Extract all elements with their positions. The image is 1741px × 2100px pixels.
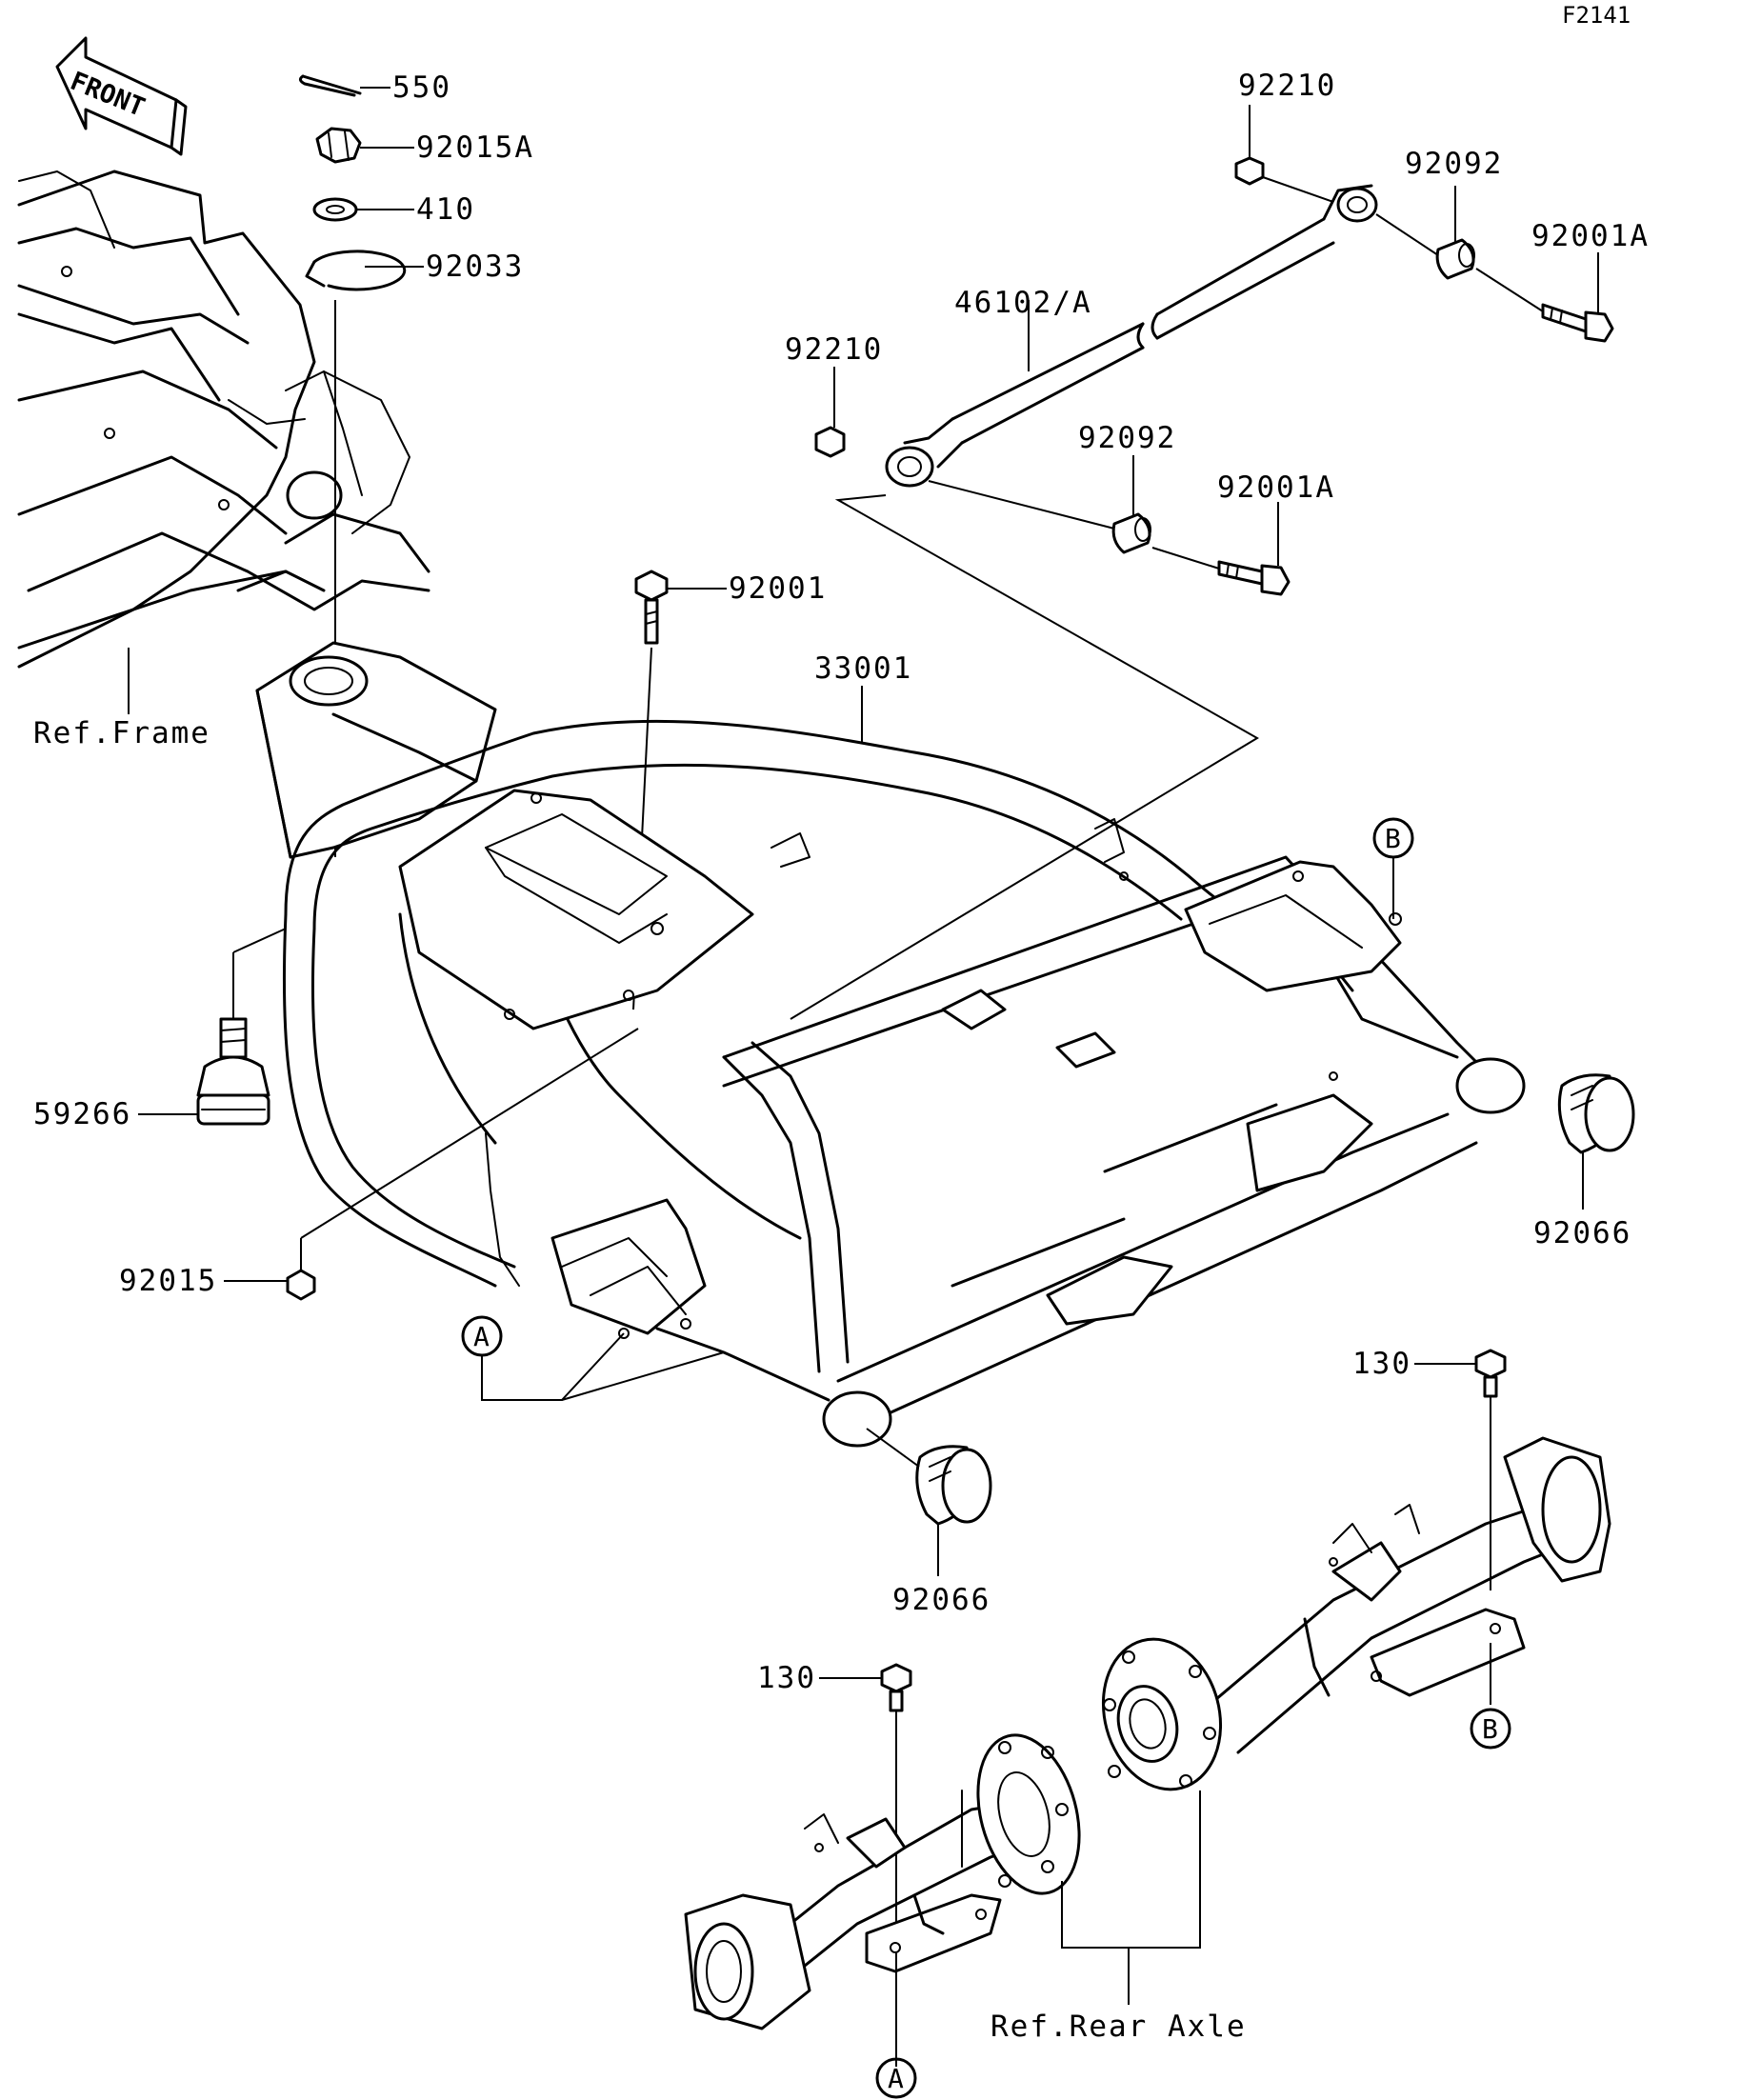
callout-B-bottom: B (1470, 1708, 1511, 1750)
bolt-92001A-top (1475, 252, 1614, 343)
part-label-550: 550 (392, 70, 451, 105)
ref-rear-axle-label: Ref.Rear Axle (991, 2010, 1247, 2044)
nut-92210-mid (814, 367, 846, 458)
part-label-92066-bottom: 92066 (892, 1583, 991, 1617)
bushing-92092-mid (928, 455, 1151, 554)
cap-92066-bottom (866, 1428, 992, 1576)
callout-A-top: A (461, 1315, 725, 1401)
nut-92210-top (1234, 105, 1334, 203)
rear-axle-left-housing (684, 1733, 1081, 2030)
castle-nut-92015A (315, 127, 414, 164)
part-label-59266: 59266 (33, 1097, 131, 1131)
ref-frame-label: Ref.Frame (33, 716, 210, 750)
svg-text:A: A (888, 2063, 904, 2094)
part-label-130-left: 130 (757, 1661, 816, 1695)
part-label-92015: 92015 (119, 1264, 217, 1298)
front-arrow-icon: FRONT (55, 36, 188, 156)
swing-arm-33001 (255, 641, 1526, 1448)
bumper-59266 (138, 928, 287, 1126)
part-label-92066-right: 92066 (1533, 1216, 1631, 1250)
circlip-92033 (305, 250, 424, 291)
cap-92066-right (1557, 1073, 1635, 1210)
callout-A-bottom: A (875, 1952, 917, 2099)
part-label-92210-mid: 92210 (785, 332, 883, 367)
part-label-130-right: 130 (1352, 1347, 1411, 1381)
svg-text:A: A (473, 1321, 490, 1352)
part-label-92001A-mid: 92001A (1217, 470, 1335, 505)
bolt-130-right (1414, 1349, 1507, 1590)
cotter-pin-550 (298, 74, 390, 97)
part-label-46102A: 46102/A (954, 286, 1092, 320)
leader-rear-axle (1061, 1790, 1201, 1949)
svg-text:B: B (1482, 1713, 1498, 1745)
rear-axle-right-housing (1101, 1436, 1611, 1791)
svg-text:B: B (1385, 823, 1401, 854)
nut-92015 (224, 1028, 639, 1301)
part-label-92001A-top: 92001A (1531, 219, 1650, 253)
part-label-92092-top: 92092 (1405, 147, 1503, 181)
part-label-92015A: 92015A (416, 130, 534, 165)
bolt-92001A-mid (1151, 502, 1291, 596)
figure-code: F2141 (1562, 2, 1631, 29)
part-label-92033: 92033 (426, 250, 524, 284)
part-label-410: 410 (416, 192, 475, 227)
part-label-92092-mid: 92092 (1078, 421, 1176, 455)
ref-frame-drawing (17, 170, 430, 714)
bolt-130-left (819, 1663, 912, 1952)
part-label-92210-top: 92210 (1238, 69, 1336, 103)
part-label-33001: 33001 (814, 651, 912, 686)
leader-tierod-to-frame (790, 494, 1259, 1020)
callout-B-top: B (1372, 817, 1414, 919)
washer-410 (312, 197, 414, 222)
tie-rod-46102A (885, 184, 1378, 488)
part-label-92001: 92001 (729, 571, 827, 606)
bushing-92092-top (1375, 186, 1475, 280)
